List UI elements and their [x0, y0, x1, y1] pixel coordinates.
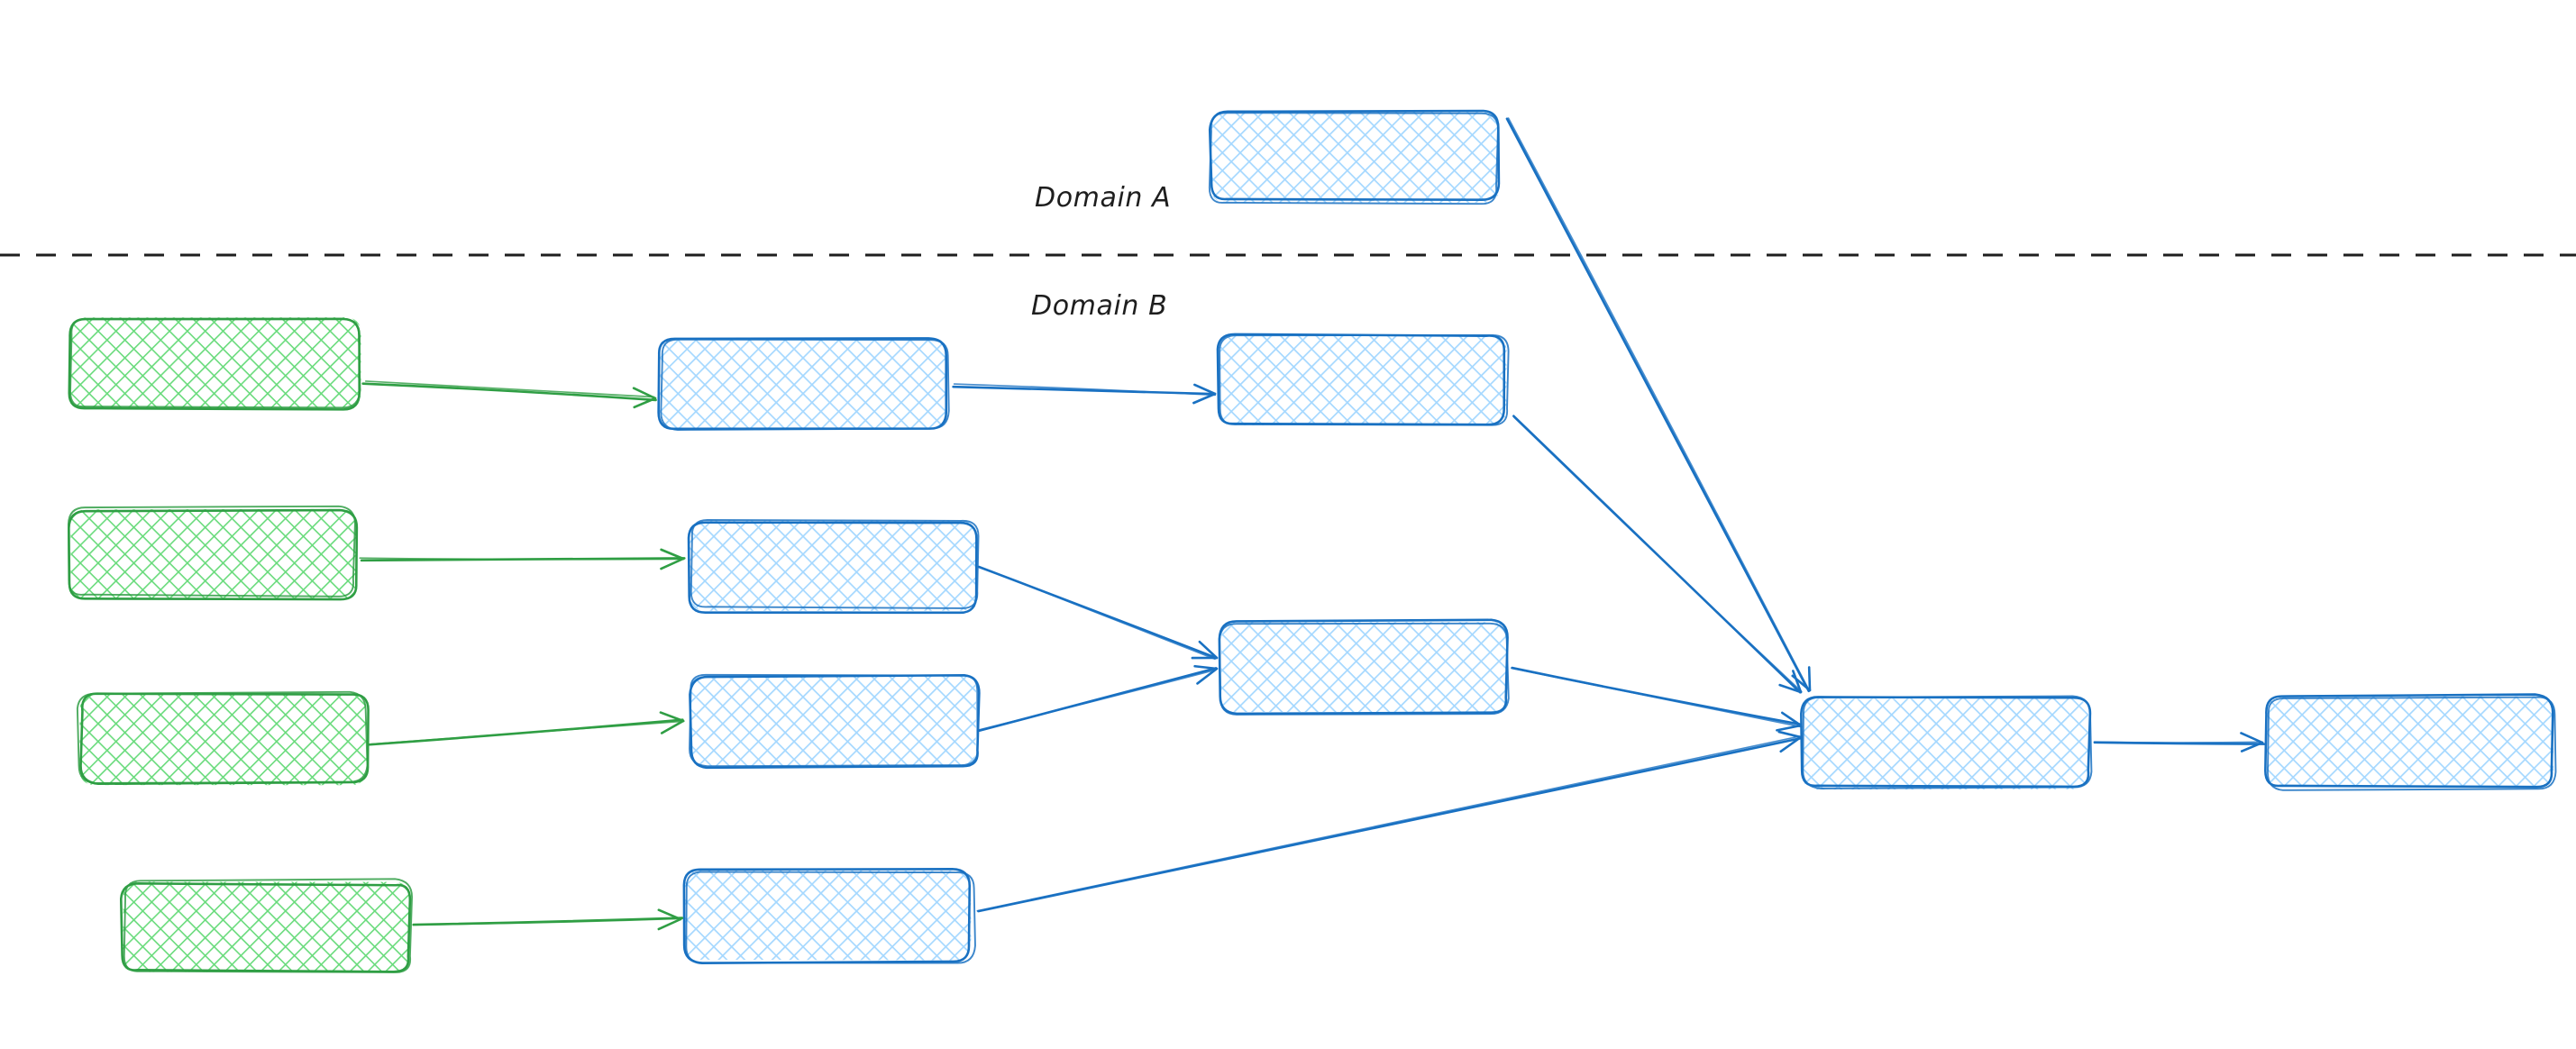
edge-arrowhead	[1792, 670, 1803, 694]
green-node-domain-a[interactable]	[68, 317, 361, 411]
blue-node-domain-b-first[interactable]	[687, 518, 980, 615]
edge-green-a-to-blue-a[interactable]	[361, 380, 657, 409]
edge-hub-to-final[interactable]	[2093, 732, 2266, 753]
node-fill	[1219, 335, 1507, 426]
edge-blue-a1-to-blue-a2[interactable]	[952, 383, 1217, 405]
nodes-layer	[67, 109, 2557, 973]
edge-green-b1-to-blue-b1[interactable]	[359, 548, 686, 570]
edge-arrowhead	[657, 908, 682, 921]
green-node-domain-b-third[interactable]	[119, 878, 413, 973]
edge-line	[361, 382, 657, 402]
node-outline	[67, 505, 356, 597]
green-node-domain-b-first[interactable]	[67, 505, 359, 601]
edge-blue-b2-to-merge[interactable]	[976, 664, 1219, 733]
edge-line	[976, 735, 1801, 912]
node-outline	[2264, 693, 2554, 789]
node-outline	[1208, 112, 1499, 205]
blue-node-hub[interactable]	[1800, 695, 2093, 790]
edge-arrowhead	[1193, 664, 1219, 670]
edge-arrowhead	[2240, 732, 2264, 744]
edge-arrowhead	[660, 719, 685, 734]
blue-node-domain-b-third[interactable]	[682, 868, 976, 965]
domain-a-label: Domain A	[1035, 182, 1172, 214]
edge-arrowhead	[2240, 741, 2264, 753]
edge-arrowhead	[1778, 683, 1803, 694]
node-outline	[1219, 622, 1510, 716]
node-fill	[1220, 622, 1508, 713]
node-outline	[689, 673, 979, 768]
edge-arrowhead	[660, 548, 685, 561]
edge-line	[412, 917, 683, 926]
node-fill	[123, 881, 411, 972]
edge-arrowhead	[1198, 640, 1219, 660]
node-fill	[1210, 111, 1500, 203]
node-outline	[1219, 333, 1510, 426]
edge-blue-b3-to-hub[interactable]	[976, 730, 1803, 913]
blue-node-merge[interactable]	[1218, 618, 1510, 716]
edge-arrowhead	[1781, 711, 1803, 727]
edge-line	[1511, 667, 1803, 728]
node-fill	[70, 508, 358, 599]
edge-arrowhead	[1779, 735, 1803, 753]
edge-line	[976, 669, 1217, 732]
blue-node-domain-b-second[interactable]	[689, 673, 981, 770]
domain-b-label: Domain B	[1031, 290, 1168, 322]
edge-line	[1512, 416, 1803, 693]
node-fill	[689, 520, 976, 611]
edge-line	[1505, 117, 1811, 693]
edge-top-blue-to-hub[interactable]	[1505, 117, 1812, 693]
node-fill	[690, 675, 977, 767]
edge-arrowhead	[1776, 724, 1803, 732]
blue-node-domain-a-second[interactable]	[1216, 333, 1510, 426]
edge-arrowhead	[657, 917, 682, 931]
node-outline	[682, 868, 972, 965]
edge-arrowhead	[659, 711, 685, 723]
edges-layer	[359, 117, 2266, 931]
node-outline	[76, 690, 369, 784]
node-fill	[659, 338, 947, 429]
edge-line	[953, 383, 1217, 397]
edge-line	[1507, 117, 1809, 690]
green-node-domain-b-second[interactable]	[76, 690, 370, 786]
edge-merge-to-hub[interactable]	[1511, 666, 1803, 732]
node-outline	[1802, 695, 2093, 789]
node-outline	[687, 521, 978, 615]
edge-arrowhead	[1193, 383, 1217, 396]
node-fill	[1802, 698, 2088, 790]
node-fill	[70, 317, 361, 408]
edge-arrowhead	[1791, 674, 1812, 692]
edge-line	[364, 380, 655, 398]
node-fill	[79, 694, 368, 786]
edge-arrowhead	[1196, 667, 1219, 685]
edge-green-b3-to-blue-b3[interactable]	[412, 908, 684, 931]
edge-arrowhead	[660, 557, 685, 570]
blue-node-domain-a-first[interactable]	[657, 337, 950, 431]
edge-arrowhead	[1192, 392, 1217, 405]
edge-arrowhead	[1777, 730, 1803, 739]
node-outline	[69, 317, 361, 409]
edge-arrowhead	[1807, 666, 1812, 692]
edge-line	[370, 720, 685, 745]
edge-line	[359, 557, 685, 561]
node-outline	[123, 878, 413, 973]
node-outline	[2267, 696, 2557, 791]
edge-line	[979, 566, 1216, 661]
node-outline	[685, 871, 976, 964]
edge-blue-a2-to-hub[interactable]	[1512, 415, 1803, 694]
node-fill	[2266, 696, 2554, 788]
edge-blue-b1-to-merge[interactable]	[977, 565, 1219, 661]
edge-green-b2-to-blue-b2[interactable]	[367, 711, 685, 746]
node-outline	[660, 338, 950, 431]
edge-arrowhead	[633, 397, 657, 409]
blue-node-final[interactable]	[2264, 693, 2557, 791]
blue-node-top[interactable]	[1208, 109, 1501, 205]
node-fill	[684, 870, 972, 961]
edge-arrowhead	[632, 387, 657, 400]
edge-line	[2093, 741, 2262, 743]
node-outline	[690, 518, 980, 609]
